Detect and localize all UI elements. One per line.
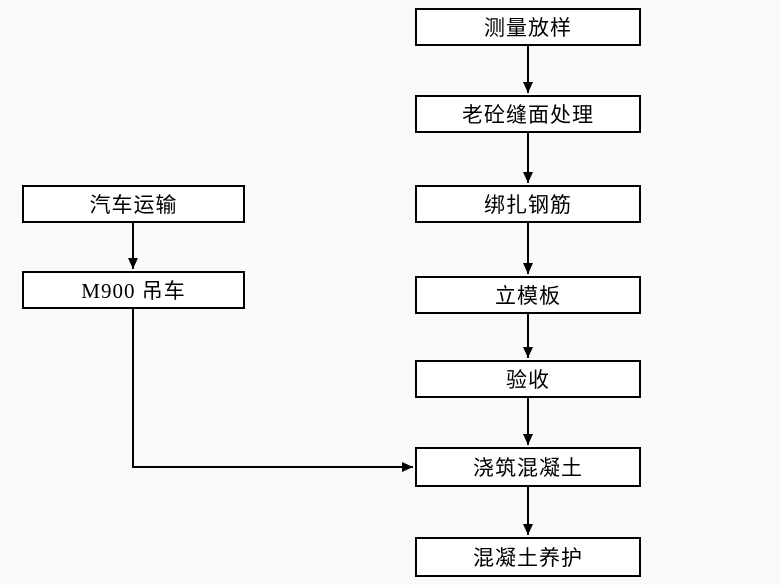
flow-box-curing: 混凝土养护 <box>415 537 641 577</box>
arrow-crane-to-pour <box>132 309 413 472</box>
flow-box-joint-treatment: 老砼缝面处理 <box>415 95 641 133</box>
flow-box-acceptance: 验收 <box>415 360 641 398</box>
flow-box-m900-crane: M900 吊车 <box>22 271 245 309</box>
flow-box-formwork: 立模板 <box>415 276 641 314</box>
flow-box-pour-concrete: 浇筑混凝土 <box>415 447 641 487</box>
flow-box-truck-transport: 汽车运输 <box>22 185 245 223</box>
flow-box-rebar: 绑扎钢筋 <box>415 185 641 223</box>
flow-box-survey: 测量放样 <box>415 8 641 46</box>
